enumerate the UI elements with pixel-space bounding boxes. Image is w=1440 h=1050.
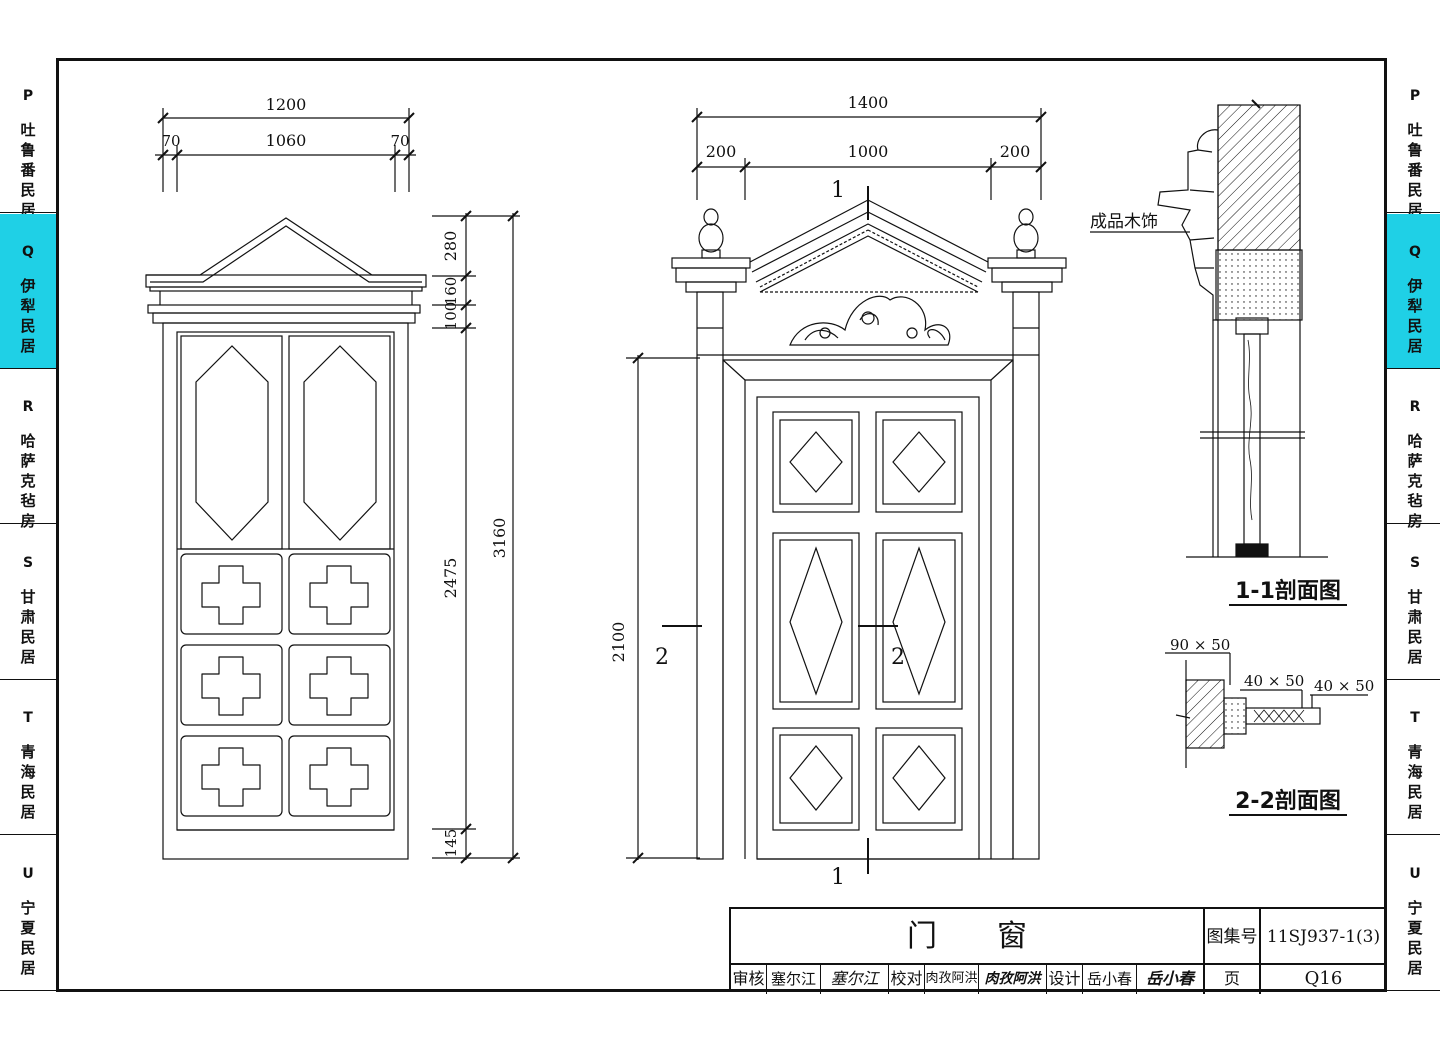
tab-code: P bbox=[22, 88, 34, 104]
tab-code: P bbox=[1409, 88, 1421, 104]
section-mark-1-bottom: 1 bbox=[831, 865, 845, 890]
dim-280: 280 bbox=[441, 231, 460, 262]
tab-name: 青海民居 bbox=[1407, 743, 1423, 822]
checker-name: 肉孜阿洪 bbox=[925, 965, 979, 994]
tab-name: 甘肃民居 bbox=[20, 587, 36, 666]
dim-1400: 1400 bbox=[848, 93, 889, 112]
reviewer-name: 塞尔江 bbox=[767, 965, 821, 994]
design-label: 设计 bbox=[1047, 965, 1083, 994]
center-door-elevation bbox=[626, 108, 1067, 874]
review-label: 审核 bbox=[731, 965, 767, 994]
tab-code: U bbox=[1409, 866, 1421, 882]
dim-2100: 2100 bbox=[609, 622, 628, 663]
tab-code: R bbox=[1409, 399, 1421, 416]
center-door-dimensions: 1400 200 1000 200 2100 1 1 2 2 bbox=[609, 93, 1030, 890]
tab-code: R bbox=[22, 399, 34, 416]
tab-name: 哈萨克毡房 bbox=[1407, 432, 1423, 531]
tab-code: S bbox=[22, 554, 34, 571]
dim-100: 100 bbox=[442, 302, 460, 331]
left-category-tabs: P 吐鲁番民居 Q 伊犁民居 R 哈萨克毡房 S 甘肃民居 T 青海民居 U 宁夏民居 bbox=[0, 58, 59, 992]
dim-3160: 3160 bbox=[490, 518, 509, 559]
dim-70-right: 70 bbox=[390, 132, 409, 150]
section-mark-2-right: 2 bbox=[891, 645, 905, 670]
tab-name: 伊犁民居 bbox=[20, 276, 36, 355]
dim-1000: 1000 bbox=[848, 142, 889, 161]
section-2-2-labels: 90 × 50 40 × 50 40 × 50 2-2剖面图 bbox=[1170, 636, 1374, 814]
dim-1060: 1060 bbox=[266, 131, 307, 150]
tab-code: T bbox=[23, 710, 33, 727]
dim-70-left: 70 bbox=[161, 132, 180, 150]
tab-s[interactable]: S 甘肃民居 bbox=[1387, 525, 1440, 680]
drawing-frame bbox=[56, 58, 1384, 992]
tab-r[interactable]: R 哈萨克毡房 bbox=[1387, 369, 1440, 530]
atlas-number: 11SJ937-1(3) bbox=[1261, 909, 1386, 965]
tab-code: S bbox=[1409, 554, 1421, 571]
tab-name: 宁夏民居 bbox=[20, 899, 36, 977]
tab-name: 伊犁民居 bbox=[1407, 276, 1423, 355]
dim-90x50: 90 × 50 bbox=[1170, 636, 1230, 654]
section-mark-2-left: 2 bbox=[655, 645, 669, 670]
section-1-1-title: 1-1剖面图 bbox=[1235, 578, 1341, 604]
dim-145: 145 bbox=[442, 829, 460, 858]
dim-40x50-b: 40 × 50 bbox=[1314, 677, 1374, 695]
section-2-2-title: 2-2剖面图 bbox=[1235, 788, 1341, 814]
tab-name: 青海民居 bbox=[20, 743, 36, 822]
dim-160: 160 bbox=[442, 277, 460, 306]
section-2-2-drawing bbox=[1165, 652, 1368, 768]
tab-name: 吐鲁番民居 bbox=[20, 121, 36, 219]
tab-code: Q bbox=[1409, 243, 1421, 260]
tab-p[interactable]: P 吐鲁番民居 bbox=[0, 58, 56, 219]
dim-200-left: 200 bbox=[706, 142, 737, 161]
dim-1200: 1200 bbox=[266, 95, 307, 114]
dim-40x50-a: 40 × 50 bbox=[1244, 672, 1304, 690]
tab-name: 宁夏民居 bbox=[1407, 899, 1423, 977]
left-door-elevation bbox=[145, 108, 520, 864]
tab-u[interactable]: U 宁夏民居 bbox=[1387, 836, 1440, 991]
tab-t[interactable]: T 青海民居 bbox=[1387, 680, 1440, 836]
page-label: 页 bbox=[1205, 965, 1261, 994]
atlas-label: 图集号 bbox=[1205, 909, 1261, 965]
check-label: 校对 bbox=[889, 965, 925, 994]
designer-signature: 岳小春 bbox=[1137, 965, 1205, 994]
designer-name: 岳小春 bbox=[1083, 965, 1137, 994]
dim-2475: 2475 bbox=[441, 558, 460, 599]
drawing-title: 门 窗 bbox=[731, 909, 1205, 965]
tab-s[interactable]: S 甘肃民居 bbox=[0, 525, 56, 680]
tab-name: 哈萨克毡房 bbox=[20, 432, 36, 531]
reviewer-signature: 塞尔江 bbox=[821, 965, 889, 994]
dim-200-right: 200 bbox=[1000, 142, 1031, 161]
tab-r[interactable]: R 哈萨克毡房 bbox=[0, 369, 56, 530]
tab-name: 甘肃民居 bbox=[1407, 587, 1423, 666]
tab-code: U bbox=[22, 866, 34, 882]
tab-code: T bbox=[1410, 710, 1420, 727]
checker-signature: 肉孜阿洪 bbox=[979, 965, 1047, 994]
section-1-1-drawing bbox=[1090, 99, 1328, 558]
label-finished-wood: 成品木饰 bbox=[1090, 212, 1158, 232]
tab-t[interactable]: T 青海民居 bbox=[0, 680, 56, 836]
left-door-dimensions: 1200 70 1060 70 280 160 100 2475 145 316… bbox=[161, 95, 509, 857]
page-number: Q16 bbox=[1304, 968, 1343, 989]
tab-code: Q bbox=[22, 243, 34, 260]
section-mark-1-top: 1 bbox=[831, 178, 845, 203]
section-1-1-labels: 成品木饰 1-1剖面图 bbox=[1090, 212, 1341, 604]
tab-q[interactable]: Q 伊犁民居 bbox=[0, 213, 56, 369]
title-block: 门 窗 图集号 11SJ937-1(3) 审核 塞尔江 塞尔江 校对 肉孜阿洪 … bbox=[729, 907, 1386, 994]
tab-q[interactable]: Q 伊犁民居 bbox=[1387, 213, 1440, 369]
tab-u[interactable]: U 宁夏民居 bbox=[0, 836, 56, 991]
